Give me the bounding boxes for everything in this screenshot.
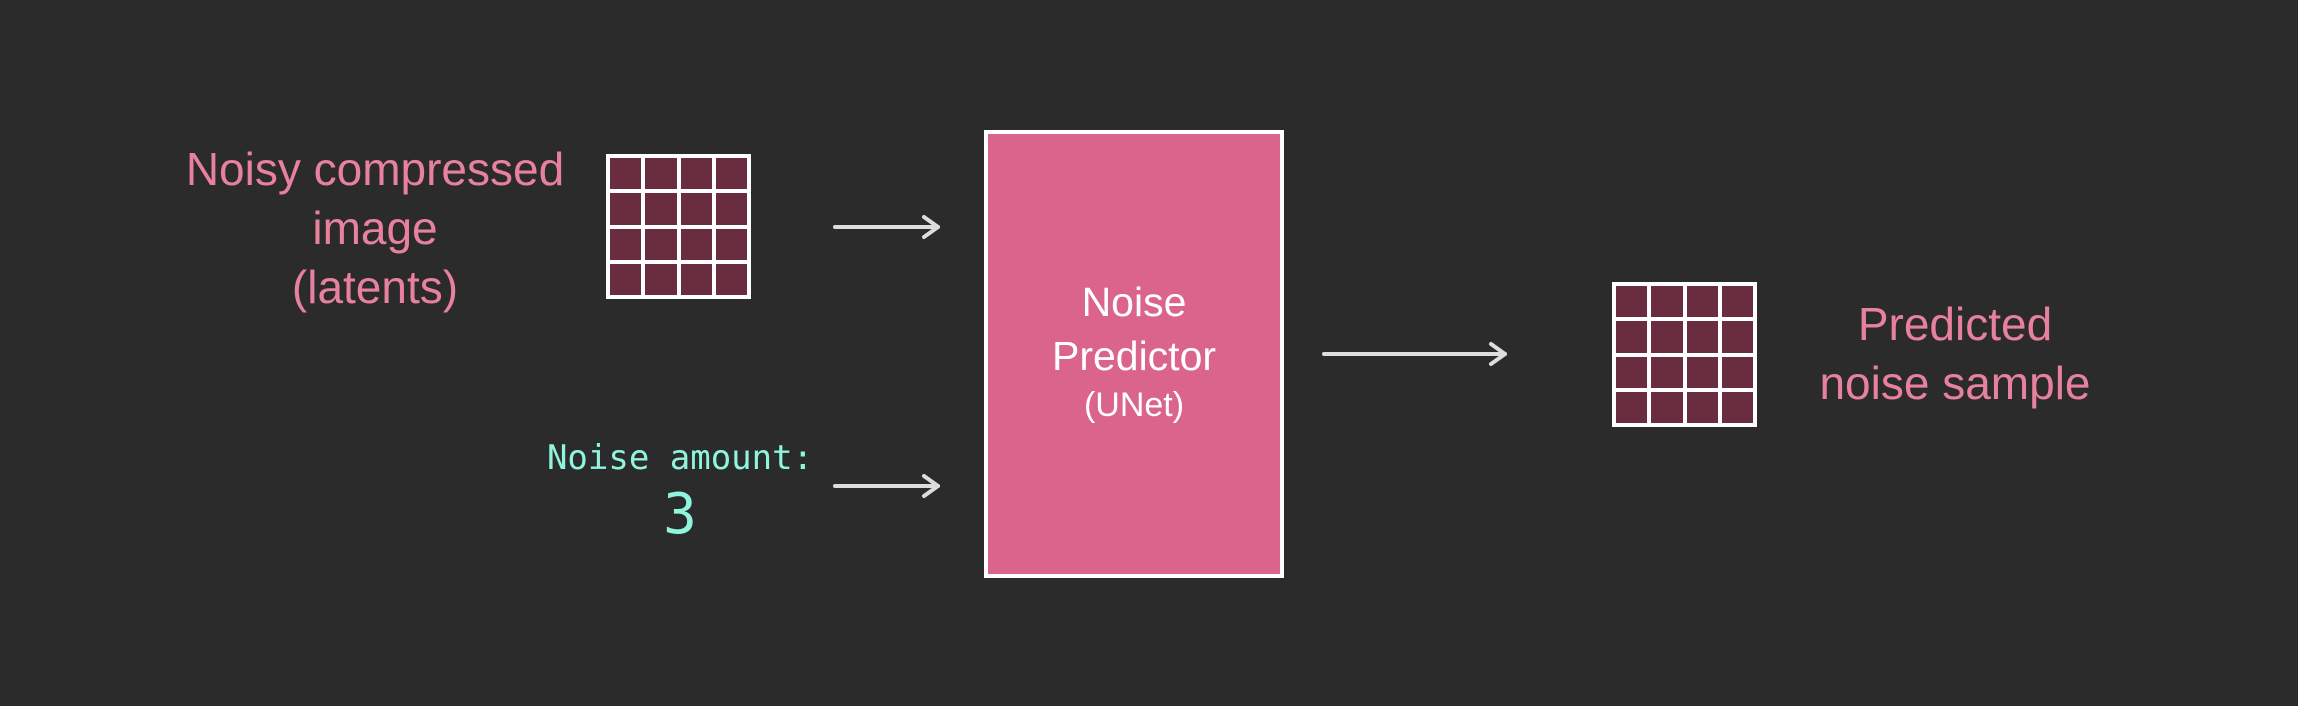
- output-noise-grid-icon: [1612, 282, 1757, 427]
- grid-cell: [1616, 391, 1648, 423]
- noise-amount: Noise amount: 3: [520, 436, 840, 550]
- right-arrow-icon: [1322, 342, 1507, 366]
- predictor-title-line-1: Noise: [1081, 279, 1187, 325]
- input-label-line-3: (latents): [291, 261, 459, 313]
- grid-cell: [610, 228, 642, 260]
- output-noise-label: Predicted noise sample: [1770, 295, 2140, 413]
- grid-cell: [610, 263, 642, 295]
- noise-amount-label: Noise amount:: [546, 438, 814, 478]
- grid-cell: [645, 263, 677, 295]
- grid-cell: [1616, 321, 1648, 353]
- noise-amount-value: 3: [663, 482, 697, 547]
- input-label-line-1: Noisy compressed: [185, 143, 565, 195]
- grid-cell: [1721, 321, 1753, 353]
- grid-cell: [1686, 321, 1718, 353]
- grid-cell: [645, 193, 677, 225]
- grid-cell: [1651, 391, 1683, 423]
- grid-cell: [610, 158, 642, 190]
- grid-cell: [1721, 356, 1753, 388]
- noise-predictor-label: Noise Predictor (UNet): [984, 275, 1284, 427]
- input-latents-label: Noisy compressed image (latents): [150, 140, 600, 317]
- grid-cell: [610, 193, 642, 225]
- noise-predictor-box: [984, 130, 1284, 578]
- grid-cell: [715, 158, 747, 190]
- grid-cell: [1686, 286, 1718, 318]
- grid-cell: [645, 158, 677, 190]
- grid-cell: [680, 193, 712, 225]
- predictor-title-line-2: Predictor: [1051, 333, 1217, 379]
- output-label-line-1: Predicted: [1857, 298, 2053, 350]
- grid-cell: [680, 263, 712, 295]
- grid-cell: [645, 228, 677, 260]
- grid-cell: [1721, 391, 1753, 423]
- grid-cell: [1721, 286, 1753, 318]
- predictor-subtitle: (UNet): [1083, 386, 1185, 424]
- grid-cell: [680, 228, 712, 260]
- grid-cell: [1616, 286, 1648, 318]
- grid-cell: [1651, 356, 1683, 388]
- grid-cell: [1651, 321, 1683, 353]
- input-latents-grid-icon: [606, 154, 751, 299]
- input-label-line-2: image: [312, 202, 438, 254]
- right-arrow-icon: [833, 474, 940, 498]
- grid-cell: [715, 193, 747, 225]
- grid-cell: [715, 228, 747, 260]
- grid-cell: [1651, 286, 1683, 318]
- grid-cell: [1616, 356, 1648, 388]
- grid-cell: [715, 263, 747, 295]
- grid-cell: [1686, 391, 1718, 423]
- grid-cell: [680, 158, 712, 190]
- grid-cell: [1686, 356, 1718, 388]
- output-label-line-2: noise sample: [1819, 357, 2091, 409]
- right-arrow-icon: [833, 215, 940, 239]
